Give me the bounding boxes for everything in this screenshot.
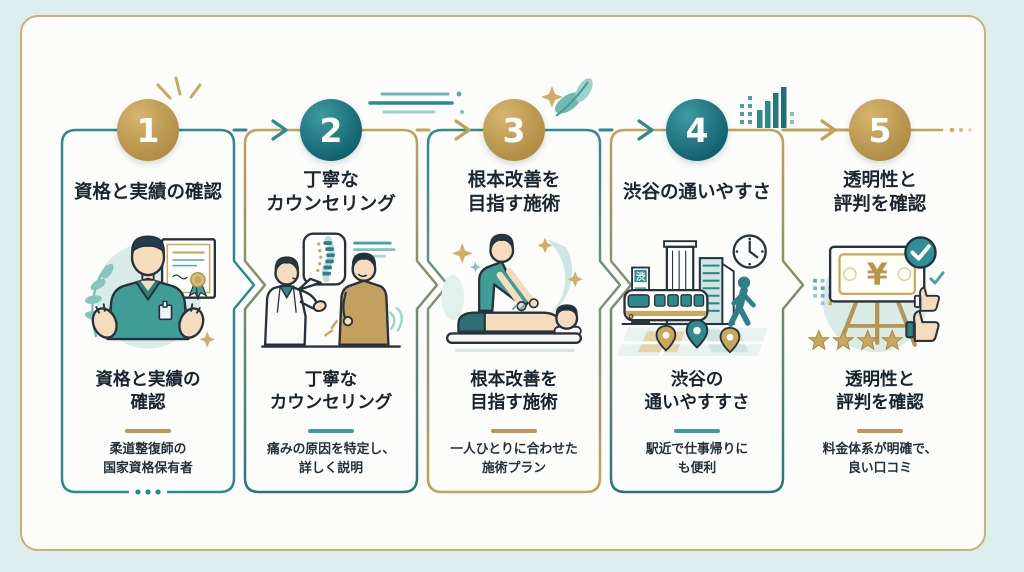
yen-banknote-icon: ¥ bbox=[838, 253, 916, 296]
divider bbox=[491, 429, 537, 433]
certificate-icon bbox=[160, 238, 216, 301]
massage-illustration bbox=[434, 221, 594, 363]
doctor-icon bbox=[263, 256, 327, 346]
step-description: 柔道整復師の 国家資格保有者 bbox=[103, 442, 193, 477]
yen-symbol: ¥ bbox=[867, 257, 888, 292]
leaf-icon bbox=[441, 275, 465, 321]
open-hand-icon bbox=[178, 303, 205, 339]
step-number-circle: 5 bbox=[849, 99, 911, 161]
map-pin-icon bbox=[685, 319, 709, 349]
star-rating-icon bbox=[807, 329, 904, 351]
sparkle-icon bbox=[469, 261, 482, 273]
clock-icon bbox=[732, 234, 767, 269]
thumbs-up-icon bbox=[913, 286, 940, 312]
shibuya-sign: 渋 bbox=[636, 271, 646, 283]
step-title: 渋谷の 通いやすすさ bbox=[644, 370, 750, 413]
step-number-circle: 3 bbox=[483, 99, 545, 161]
patient-lying-icon bbox=[457, 304, 582, 337]
step-2: 2 丁寧な カウンセリング bbox=[245, 0, 417, 540]
map-pin-icon bbox=[655, 324, 677, 352]
train-icon bbox=[621, 288, 713, 325]
step-1: 1 資格と実績の確認 bbox=[62, 0, 234, 540]
step-heading: 資格と実績の確認 bbox=[73, 181, 222, 203]
step-number: 2 bbox=[319, 110, 343, 150]
divider bbox=[857, 429, 903, 433]
walking-person-icon bbox=[728, 276, 756, 327]
sparkle-icon bbox=[199, 331, 215, 348]
patient-icon bbox=[324, 252, 404, 346]
step-number-circle: 1 bbox=[117, 99, 179, 161]
step-description: 一人ひとりに合わせた 施術プラン bbox=[450, 442, 578, 477]
step-number-circle: 2 bbox=[300, 99, 362, 161]
practitioner-icon bbox=[91, 235, 205, 341]
step-number: 3 bbox=[502, 110, 526, 150]
step-title: 資格と実績の 確認 bbox=[95, 370, 201, 413]
map-pin-icon bbox=[719, 326, 741, 354]
step-number: 5 bbox=[868, 110, 892, 150]
step-5: 5 透明性と 評判を確認 bbox=[794, 0, 966, 540]
easel-board-icon: ¥ bbox=[828, 245, 926, 347]
step-description: 痛みの原因を特定し、 詳しく説明 bbox=[267, 442, 395, 477]
check-icon bbox=[929, 271, 945, 285]
step-4: 4 渋谷の通いやすさ 渋 bbox=[611, 0, 783, 540]
step-title: 丁寧な カウンセリング bbox=[269, 370, 393, 413]
step-heading: 渋谷の通いやすさ bbox=[622, 181, 771, 203]
sparkle-icon bbox=[537, 237, 553, 254]
step-heading: 丁寧な カウンセリング bbox=[266, 169, 396, 215]
step-description: 料金体系が明確で、 良い口コミ bbox=[822, 442, 938, 477]
swoosh-icon bbox=[546, 239, 573, 317]
pricing-reputation-illustration: ¥ bbox=[800, 221, 960, 363]
counseling-illustration bbox=[251, 221, 411, 363]
practitioner-icon bbox=[478, 233, 539, 312]
divider bbox=[674, 429, 720, 433]
spine-icon bbox=[316, 236, 335, 283]
divider bbox=[308, 429, 354, 433]
sparkle-icon bbox=[451, 243, 473, 264]
step-number: 1 bbox=[136, 110, 160, 150]
step-heading: 根本改善を 目指す施術 bbox=[467, 169, 561, 215]
thumbs-up-icon bbox=[905, 309, 940, 342]
sparkle-icon bbox=[567, 271, 583, 288]
shibuya-access-illustration: 渋 bbox=[617, 221, 777, 363]
step-number-circle: 4 bbox=[666, 99, 728, 161]
practitioner-certificate-illustration bbox=[68, 221, 228, 363]
check-circle-icon bbox=[904, 236, 937, 269]
step-number: 4 bbox=[685, 110, 709, 150]
step-title: 透明性と 評判を確認 bbox=[836, 370, 924, 413]
open-hand-icon bbox=[91, 303, 118, 339]
massage-table-icon bbox=[446, 332, 582, 352]
divider bbox=[125, 429, 171, 433]
speech-bubble-icon bbox=[296, 232, 347, 292]
step-description: 駅近で仕事帰りに も便利 bbox=[645, 442, 749, 477]
step-title: 根本改善を 目指す施術 bbox=[470, 370, 558, 413]
step-heading: 透明性と 評判を確認 bbox=[833, 169, 927, 215]
step-3: 3 根本改善を 目指す施術 bbox=[428, 0, 600, 540]
